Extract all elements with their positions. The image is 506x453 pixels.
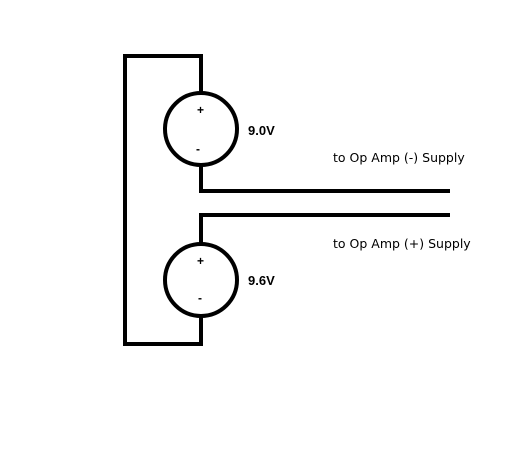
upper-output-wire bbox=[199, 163, 450, 193]
source-bottom-plus-sign: + bbox=[197, 254, 204, 268]
source-bottom-voltage-label: 9.6V bbox=[248, 273, 275, 288]
outer-loop-wire bbox=[123, 54, 203, 346]
source-circle-top bbox=[163, 91, 239, 167]
source-top-voltage-label: 9.0V bbox=[248, 123, 275, 138]
op-amp-positive-supply-label: to Op Amp (+) Supply bbox=[333, 236, 471, 251]
source-circle-bottom bbox=[163, 242, 239, 318]
lower-output-wire bbox=[199, 213, 450, 246]
op-amp-negative-supply-label: to Op Amp (-) Supply bbox=[333, 150, 465, 165]
source-bottom-minus-sign: - bbox=[198, 291, 202, 305]
battery-source-bottom: + - 9.6V bbox=[163, 242, 275, 318]
battery-source-top: + - 9.0V bbox=[163, 91, 275, 167]
source-top-plus-sign: + bbox=[197, 103, 204, 117]
source-top-minus-sign: - bbox=[196, 142, 200, 156]
